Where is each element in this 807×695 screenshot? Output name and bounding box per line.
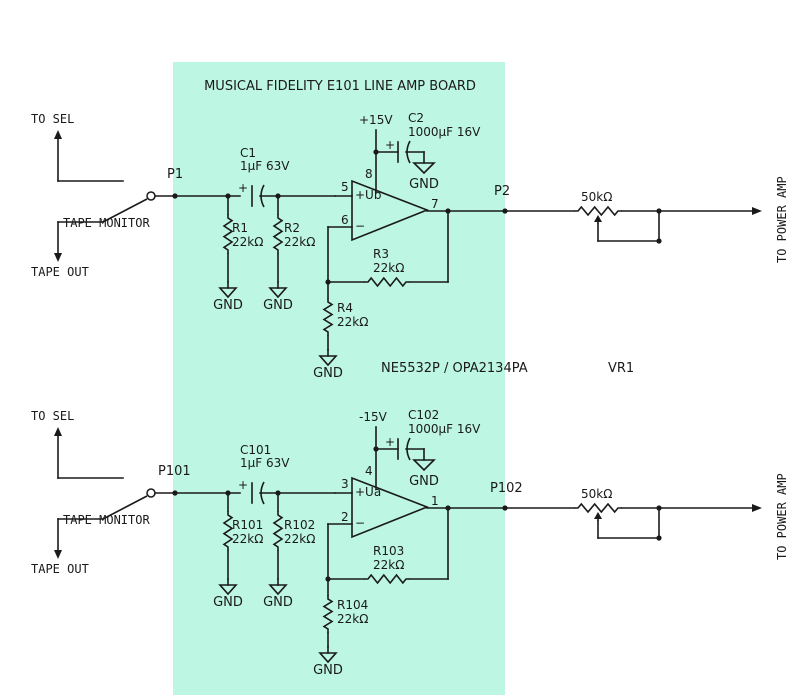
- tape-monitor-label: TAPE MONITOR: [63, 216, 150, 230]
- gnd-r-a: GND: [213, 281, 243, 313]
- c-sup-plus: +: [385, 435, 395, 449]
- line-amp-board-area: [173, 62, 505, 695]
- r-g-value: 22kΩ: [337, 612, 368, 626]
- c-sup-value: 1000µF 16V: [408, 422, 481, 436]
- to-sel-label: TO SEL: [31, 112, 74, 126]
- output-pin-label: P2: [494, 184, 510, 199]
- c-in-value: 1µF 63V: [240, 456, 290, 470]
- input-pin-label: P101: [158, 464, 191, 479]
- pot-value: 50kΩ: [581, 487, 612, 501]
- r-g-ref: R104: [337, 598, 368, 612]
- gnd-r-b: GND: [263, 578, 293, 610]
- gnd-r-b: GND: [263, 281, 293, 313]
- pin-sup: 4: [365, 464, 373, 478]
- pin-out: 7: [431, 197, 439, 211]
- c-in-value: 1µF 63V: [240, 159, 290, 173]
- r-fb-value: 22kΩ: [373, 261, 404, 275]
- pin-plus: 3: [341, 477, 349, 491]
- r-g-value: 22kΩ: [337, 315, 368, 329]
- gnd-r-g-label: GND: [313, 663, 343, 678]
- opamp: +Ua − 3 2 4 1: [334, 464, 439, 539]
- pot-reference: VR1: [608, 361, 634, 376]
- pin-out: 1: [431, 494, 439, 508]
- opamp-plus-input: +Ub: [355, 188, 381, 202]
- r-fb-ref: R103: [373, 544, 404, 558]
- opamp-plus-input: +Ua: [355, 485, 381, 499]
- tape-monitor-switch: TO SEL TAPE MONITOR TAPE OUT: [31, 409, 176, 576]
- gnd-r-a-label: GND: [213, 595, 243, 610]
- c-sup-value: 1000µF 16V: [408, 125, 481, 139]
- tape-monitor-switch: TO SEL TAPE MONITOR TAPE OUT: [31, 112, 176, 279]
- output-stage: P2 50kΩ TO POWER AMP: [426, 176, 789, 263]
- gnd-r-a: GND: [213, 578, 243, 610]
- c-in-plus: +: [238, 478, 248, 492]
- supply-voltage: -15V: [359, 410, 388, 424]
- gnd-r-b-label: GND: [263, 595, 293, 610]
- gnd-r-a-label: GND: [213, 298, 243, 313]
- r-b-value: 22kΩ: [284, 235, 315, 249]
- r-a-ref: R101: [232, 518, 263, 532]
- c-sup-ref: C2: [408, 111, 424, 125]
- opamp-minus-input: −: [355, 219, 365, 233]
- tape-monitor-label: TAPE MONITOR: [63, 513, 150, 527]
- c-in-ref: C101: [240, 443, 271, 457]
- supply-voltage: +15V: [359, 113, 393, 127]
- output-pin-label: P102: [490, 481, 523, 496]
- r-g-ref: R4: [337, 301, 353, 315]
- opamp-note: NE5532P / OPA2134PA: [381, 361, 528, 376]
- to-sel-label: TO SEL: [31, 409, 74, 423]
- tape-out-label: TAPE OUT: [31, 562, 89, 576]
- r-fb-ref: R3: [373, 247, 389, 261]
- gnd-r-b-label: GND: [263, 298, 293, 313]
- r-a-ref: R1: [232, 221, 248, 235]
- r-b-ref: R2: [284, 221, 300, 235]
- gnd-r-g: GND: [313, 646, 343, 678]
- input-pin-label: P1: [167, 167, 183, 182]
- tape-out-label: TAPE OUT: [31, 265, 89, 279]
- pin-minus: 2: [341, 510, 349, 524]
- input-pin: P1: [167, 167, 183, 199]
- r-b-value: 22kΩ: [284, 532, 315, 546]
- gnd-r-g-label: GND: [313, 366, 343, 381]
- pin-minus: 6: [341, 213, 349, 227]
- r-fb-value: 22kΩ: [373, 558, 404, 572]
- r-a-value: 22kΩ: [232, 235, 263, 249]
- to-power-amp-label: TO POWER AMP: [775, 176, 789, 263]
- pin-plus: 5: [341, 180, 349, 194]
- r-b-ref: R102: [284, 518, 315, 532]
- board-title: MUSICAL FIDELITY E101 LINE AMP BOARD: [204, 79, 476, 94]
- opamp: +Ub − 5 6 8 7: [334, 167, 439, 242]
- c-in-plus: +: [238, 181, 248, 195]
- supply-gnd-label: GND: [409, 474, 439, 489]
- pin-sup: 8: [365, 167, 373, 181]
- c-sup-ref: C102: [408, 408, 439, 422]
- gnd-r-g: GND: [313, 349, 343, 381]
- pot-value: 50kΩ: [581, 190, 612, 204]
- to-power-amp-label: TO POWER AMP: [775, 473, 789, 560]
- supply-gnd-label: GND: [409, 177, 439, 192]
- opamp-minus-input: −: [355, 516, 365, 530]
- c-sup-plus: +: [385, 138, 395, 152]
- r-a-value: 22kΩ: [232, 532, 263, 546]
- c-in-ref: C1: [240, 146, 256, 160]
- output-stage: P102 50kΩ TO POWER AMP: [426, 473, 789, 560]
